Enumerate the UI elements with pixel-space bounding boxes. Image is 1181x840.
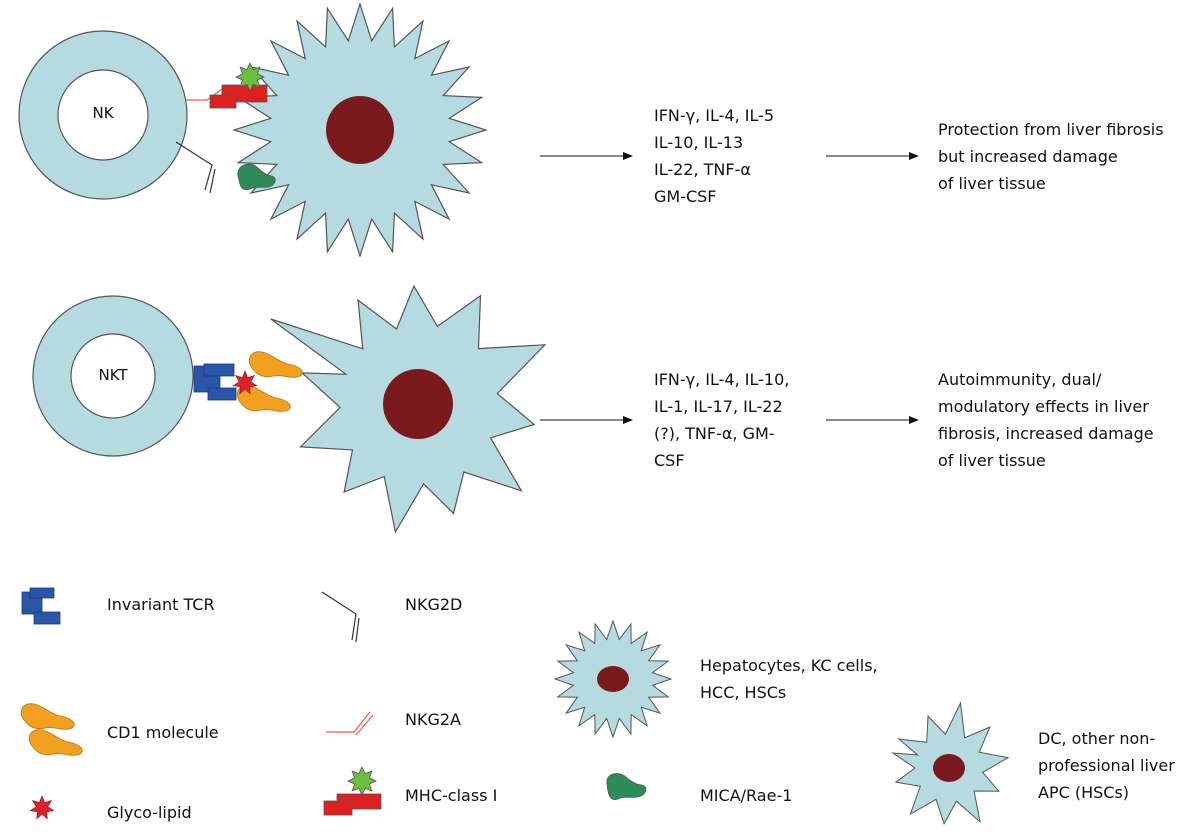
legend-hepatocyte-label: Hepatocytes, KC cells, HCC, HSCs [700,652,878,706]
nk-cytokine-line: IFN-γ, IL-4, IL-5 [654,106,775,125]
legend-glycolipid-label: Glyco-lipid [107,803,192,822]
legend-dc-line: professional liver [1038,756,1175,775]
nk-cytokine-line: GM-CSF [654,187,717,206]
mhc-class-i-top [209,62,268,109]
legend-dc-icon [891,701,1010,826]
nkt-cytokine-list: IFN-γ, IL-4, IL-10, IL-1, IL-17, IL-22 (… [654,366,789,474]
legend-nkg2a-label: NKG2A [405,710,461,729]
legend-cd1-label: CD1 molecule [107,723,219,742]
nkt-cytokine-line: IL-1, IL-17, IL-22 [654,397,783,416]
nk-cytokine-line: IL-10, IL-13 [654,133,744,152]
nkt-cytokine-line: (?), TNF-α, GM- [654,424,775,443]
nk-cell [18,30,188,200]
nk-outcome: Protection from liver fibrosis but incre… [938,116,1164,197]
legend-mica-rae1-icon [606,773,647,800]
nkt-cytokine-line: CSF [654,451,685,470]
legend-invariant-tcr-icon [21,587,61,625]
nkt-outcome: Autoimmunity, dual/ modulatory effects i… [938,366,1154,474]
dc-large [270,284,547,534]
nkt-cytokine-line: IFN-γ, IL-4, IL-10, [654,370,790,389]
legend-nkg2d-label: NKG2D [405,595,463,614]
legend-mhc-class-i-icon [323,766,382,816]
legend-dc-line: DC, other non- [1038,729,1156,748]
legend-mica-rae1-label: MICA/Rae-1 [700,786,793,805]
legend-hepatocyte-icon [553,619,673,739]
cd1-molecule-mid [236,351,303,412]
nkg2d-receptor-top [175,141,216,194]
nkt-cell [32,295,194,457]
hepatocyte-large [232,2,488,258]
legend-hepatocyte-line: HCC, HSCs [700,683,787,702]
legend-mhc-class-i-label: MHC-class Ⅰ [405,786,498,805]
nkt-outcome-line: modulatory effects in liver [938,397,1149,416]
glycolipid-mid [232,370,258,395]
invariant-tcr-mid [193,363,237,401]
nkt-outcome-line: fibrosis, increased damage [938,424,1154,443]
nk-outcome-line: but increased damage [938,147,1118,166]
nk-cell-label: NK [92,104,114,122]
nkt-outcome-line: Autoimmunity, dual/ [938,370,1102,389]
legend-hepatocyte-line: Hepatocytes, KC cells, [700,656,878,675]
legend-nkg2a-icon [326,711,374,736]
nkt-cell-label: NKT [98,366,128,384]
legend-cd1-icon [20,703,83,756]
mica-rae1-top [237,163,276,191]
legend-dc-line: APC (HSCs) [1038,783,1130,802]
nkt-outcome-line: of liver tissue [938,451,1046,470]
nk-cytokine-line: IL-22, TNF-α [654,160,751,179]
legend-nkg2d-icon [321,591,360,643]
nk-outcome-line: Protection from liver fibrosis [938,120,1164,139]
nk-outcome-line: of liver tissue [938,174,1046,193]
legend-invariant-tcr-label: Invariant TCR [107,595,215,614]
legend-glycolipid-icon [29,795,55,820]
legend-dc-label: DC, other non- professional liver APC (H… [1038,725,1175,806]
nk-cytokine-list: IFN-γ, IL-4, IL-5 IL-10, IL-13 IL-22, TN… [654,102,774,210]
